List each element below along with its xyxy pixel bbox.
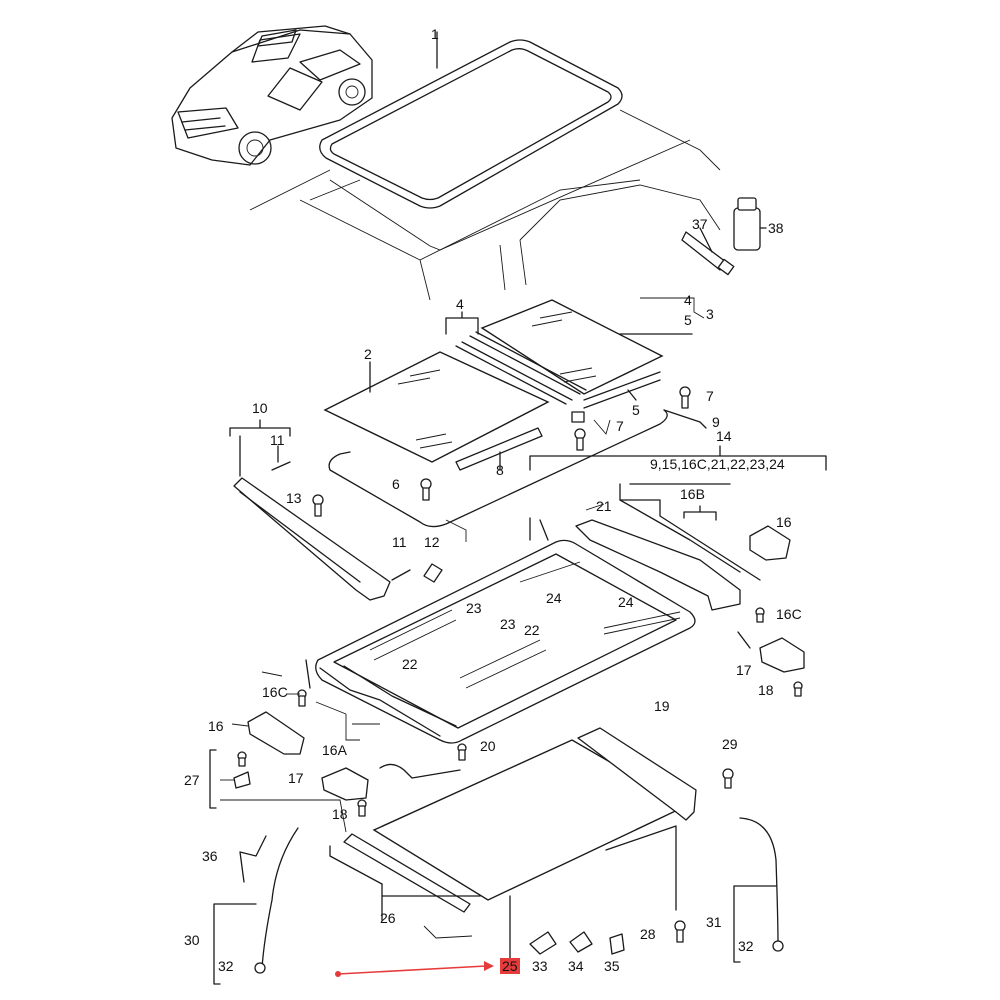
- label-23-left: 23: [466, 600, 482, 616]
- label-38: 38: [768, 220, 784, 236]
- label-11-top: 11: [270, 432, 285, 448]
- leader-lines: [220, 297, 705, 939]
- roof-outline: [249, 109, 721, 301]
- label-6: 6: [392, 476, 400, 492]
- label-17-right: 17: [736, 662, 752, 678]
- label-19: 19: [654, 698, 670, 714]
- part-16-motor-left: [247, 659, 311, 755]
- label-17-left: 17: [288, 770, 304, 786]
- part-9-seal-loop: [328, 409, 707, 528]
- label-37: 37: [692, 216, 708, 232]
- part-10-deflector: [229, 419, 443, 601]
- label-16-right: 16: [776, 514, 792, 530]
- label-4-right: 4: [684, 292, 692, 308]
- label-18-right: 18: [758, 682, 774, 698]
- part-1-seal: [319, 31, 623, 209]
- label-22-right: 22: [524, 622, 540, 638]
- part-25-sunshade: [372, 727, 697, 959]
- label-11: 11: [392, 534, 407, 550]
- part-8-strip: [455, 427, 543, 471]
- part-16-motor-right: [749, 525, 791, 561]
- label-16-left: 16: [208, 718, 224, 734]
- label-26: 26: [380, 910, 396, 926]
- label-27: 27: [184, 772, 200, 788]
- hoses: [213, 817, 784, 985]
- part-16B-guides: [575, 483, 761, 611]
- car-illustration: [171, 25, 373, 166]
- label-3: 3: [706, 306, 714, 322]
- part-2-glass: [323, 351, 550, 463]
- label-29: 29: [722, 736, 738, 752]
- label-25-highlighted: 25: [500, 958, 520, 974]
- label-7-right: 7: [706, 388, 714, 404]
- label-1: 1: [431, 26, 439, 42]
- label-21: 21: [596, 498, 612, 514]
- screws: [312, 386, 691, 517]
- label-16A: 16A: [322, 742, 347, 758]
- label-16C-right: 16C: [776, 606, 802, 622]
- label-28: 28: [640, 926, 656, 942]
- label-14: 14: [716, 428, 732, 444]
- label-2: 2: [364, 346, 372, 362]
- part-37-tube: [681, 227, 735, 276]
- label-35: 35: [604, 958, 620, 974]
- part-26-rail: [329, 833, 481, 921]
- label-20: 20: [480, 738, 496, 754]
- part-14-frame: [315, 445, 827, 744]
- label-32-right: 32: [738, 938, 754, 954]
- label-34: 34: [568, 958, 584, 974]
- label-32-left: 32: [218, 958, 234, 974]
- label-23-right: 23: [500, 616, 516, 632]
- label-8: 8: [496, 462, 504, 478]
- label-24-right: 24: [618, 594, 634, 610]
- label-7: 7: [616, 418, 624, 434]
- label-4-top: 4: [456, 296, 464, 312]
- part-38-bottle: [733, 197, 767, 251]
- label-5-right: 5: [684, 312, 692, 328]
- label-33: 33: [532, 958, 548, 974]
- label-9: 9: [712, 414, 720, 430]
- label-30: 30: [184, 932, 200, 948]
- label-18-left: 18: [332, 806, 348, 822]
- label-31: 31: [706, 914, 722, 930]
- small-parts-bottom: [529, 768, 734, 955]
- label-16B: 16B: [680, 486, 705, 502]
- highlight-arrow: [335, 961, 494, 977]
- part-17-motor-right: [737, 607, 805, 697]
- label-10: 10: [252, 400, 268, 416]
- part-3-glass: [480, 299, 693, 395]
- label-36: 36: [202, 848, 218, 864]
- label-12: 12: [424, 534, 440, 550]
- label-24-left: 24: [546, 590, 562, 606]
- label-16C-left: 16C: [262, 684, 288, 700]
- part-5-strip: [583, 371, 661, 409]
- label-14-list: 9,15,16C,21,22,23,24: [650, 456, 785, 472]
- label-5: 5: [632, 402, 640, 418]
- part-27-clip: [209, 749, 251, 809]
- part-17-motor-left: [321, 743, 467, 817]
- label-13: 13: [286, 490, 302, 506]
- part-4-strips: [445, 311, 587, 405]
- label-22-left: 22: [402, 656, 418, 672]
